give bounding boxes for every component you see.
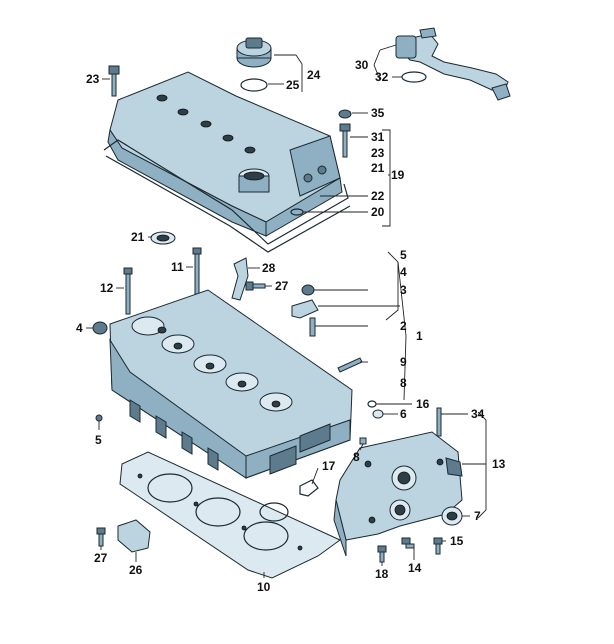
callout-20: 20 — [371, 205, 385, 219]
bolt-11 — [192, 247, 202, 295]
oil-filler-cap — [236, 37, 272, 68]
cylinder-head — [109, 289, 353, 479]
callout-25: 25 — [286, 78, 300, 92]
callout-10: 10 — [257, 580, 271, 594]
callout-24: 24 — [307, 68, 321, 82]
bolt-18 — [377, 545, 387, 563]
callout-7: 7 — [474, 509, 481, 523]
bolt-27b — [96, 527, 106, 547]
plug-4 — [92, 321, 108, 335]
callout-23-right: 23 — [371, 146, 385, 160]
callout-19: 19 — [391, 168, 405, 182]
callout-27-bottom: 27 — [94, 551, 108, 565]
callout-21-left: 21 — [131, 230, 145, 244]
injector-clamp — [291, 284, 319, 337]
callout-9: 9 — [400, 355, 407, 369]
callout-8-lower: 8 — [353, 450, 360, 464]
bracket-26 — [117, 519, 151, 553]
callout-14: 14 — [408, 561, 422, 575]
stud-9 — [337, 357, 363, 373]
stud-8a — [359, 437, 367, 445]
callout-12: 12 — [100, 281, 114, 295]
seal-7 — [441, 506, 463, 526]
callout-6: 6 — [400, 407, 407, 421]
callout-16: 16 — [416, 397, 430, 411]
callout-22: 22 — [371, 189, 385, 203]
callout-18: 18 — [375, 567, 389, 581]
bracket-28 — [231, 257, 249, 301]
seal-ring-21 — [150, 231, 176, 245]
hose-o-ring — [401, 71, 427, 83]
callout-17: 17 — [322, 459, 336, 473]
cover-bolt-23 — [108, 65, 120, 97]
bolt-14 — [401, 537, 415, 549]
breather-hose — [395, 27, 511, 101]
cylinder-head-gasket — [119, 451, 341, 579]
callout-23-top: 23 — [86, 72, 100, 86]
gasket-17 — [299, 479, 319, 497]
stud-34 — [436, 407, 442, 437]
callout-5-left: 5 — [95, 433, 102, 447]
callout-8-right: 8 — [400, 376, 407, 390]
callout-31: 31 — [371, 130, 385, 144]
filler-cap-seal — [240, 78, 268, 92]
callout-1: 1 — [416, 329, 423, 343]
callout-30: 30 — [355, 58, 369, 72]
callout-labels: 24 25 23 30 32 35 31 23 21 19 22 20 21 1… — [76, 58, 506, 594]
callout-28: 28 — [262, 261, 276, 275]
callout-3: 3 — [400, 283, 407, 297]
callout-32: 32 — [375, 70, 389, 84]
callout-15: 15 — [450, 534, 464, 548]
callout-2: 2 — [400, 319, 407, 333]
callout-27-top: 27 — [275, 279, 289, 293]
callout-13: 13 — [492, 457, 506, 471]
callout-4-left: 4 — [76, 321, 83, 335]
callout-11: 11 — [171, 260, 184, 274]
leader-lines — [86, 44, 487, 578]
callout-35: 35 — [371, 106, 385, 120]
callout-21-right: 21 — [371, 161, 385, 175]
stud-12 — [123, 267, 133, 315]
bolt-15 — [433, 537, 443, 555]
bolt-27 — [245, 281, 266, 291]
cylinder-head-cover — [107, 71, 343, 237]
cover-nut-35 — [338, 109, 352, 119]
callout-4-right: 4 — [400, 265, 407, 279]
plug-5 — [95, 414, 103, 422]
callout-34: 34 — [471, 407, 485, 421]
callout-26: 26 — [129, 563, 143, 577]
cover-bolt-31 — [339, 123, 351, 158]
callout-5-top: 5 — [400, 248, 407, 262]
